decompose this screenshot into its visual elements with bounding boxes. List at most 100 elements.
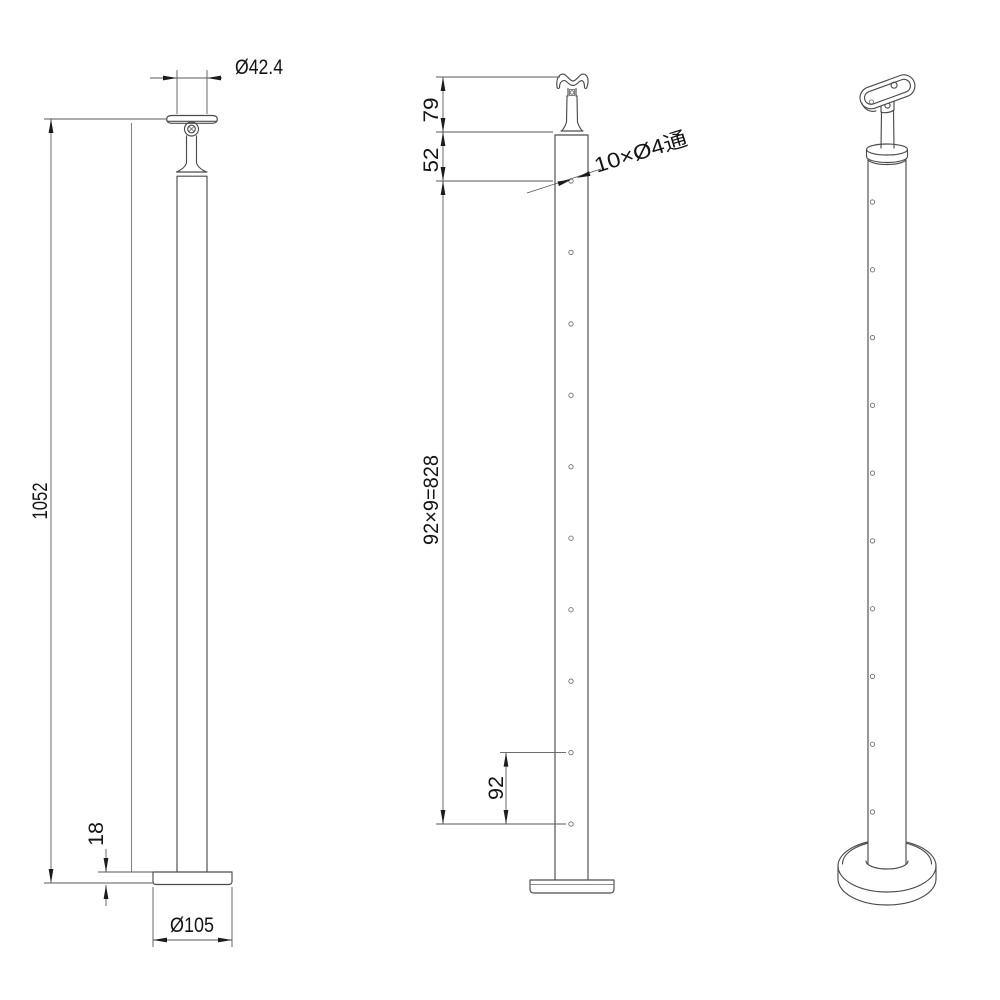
- stem-flare: [175, 162, 208, 173]
- saddle-stem-side: [565, 95, 579, 123]
- dim-hole-pitch-text: 92: [485, 776, 508, 800]
- cable-hole: [869, 538, 876, 544]
- cable-hole: [869, 809, 876, 815]
- arrowhead: [48, 119, 54, 133]
- arrowhead: [440, 167, 446, 181]
- saddle-screw-hole: [890, 81, 898, 89]
- extension-lines: [152, 887, 233, 947]
- saddle-screw-hole-small: [869, 99, 874, 105]
- saddle-screw: [187, 124, 196, 134]
- base-outline: [529, 879, 615, 894]
- arrowhead: [557, 179, 572, 187]
- dim-saddle-height-text: 79: [420, 98, 443, 123]
- clamp-bottom: [880, 109, 895, 114]
- dim-total-height-text: 1052: [29, 483, 52, 520]
- stem-flare-side: [560, 121, 584, 132]
- dim-base-diameter-text: Ø105: [170, 914, 214, 937]
- arrowhead: [440, 118, 446, 132]
- dim-hole-span-text: 92×9=828: [420, 455, 443, 545]
- post-sides: [867, 159, 907, 865]
- side-view: 79 52 92×9=828 92 10×Ø4通: [420, 73, 691, 894]
- extension-lines: [176, 70, 208, 114]
- arrowhead: [503, 752, 509, 767]
- cable-hole: [568, 392, 574, 398]
- dim-top-diameter-text: Ø42.4: [235, 56, 283, 79]
- hole-callout-text: 10×Ø4通: [592, 127, 691, 177]
- cable-hole: [568, 321, 574, 327]
- arrowhead: [48, 869, 54, 883]
- saddle-plate: [166, 114, 218, 124]
- cable-hole: [869, 402, 876, 408]
- arrowhead: [207, 75, 221, 81]
- front-view: Ø42.4 1052 18 Ø105: [29, 56, 283, 947]
- post-top-arc: [867, 158, 907, 166]
- dim-chain: 79 52 92×9=828: [420, 76, 566, 825]
- cable-hole: [568, 678, 574, 684]
- hole-callout-leader: 10×Ø4通: [526, 127, 691, 194]
- saddle-neck: [567, 87, 577, 97]
- cable-hole: [869, 470, 876, 476]
- saddle-screw-slot: [188, 126, 195, 132]
- neck-screw-head: [569, 90, 575, 95]
- saddle-inner: [863, 78, 911, 105]
- collar-iso: [865, 143, 909, 166]
- post-body-iso: [865, 159, 909, 870]
- cable-holes-side: [568, 178, 574, 827]
- dim-base-thickness: 18: [85, 822, 153, 906]
- post-outline: [554, 134, 589, 881]
- handrail-saddle-iso: [859, 74, 916, 112]
- cable-holes-iso: [869, 199, 876, 815]
- base-side-walls: [837, 865, 937, 880]
- arrowhead: [440, 132, 446, 146]
- cable-hole: [869, 606, 876, 612]
- base-entry-arc: [865, 860, 909, 870]
- cable-hole: [568, 464, 574, 470]
- cable-hole: [869, 741, 876, 747]
- arrowhead: [440, 810, 446, 824]
- arrowhead: [440, 77, 446, 91]
- arrowhead: [153, 937, 167, 943]
- saddle-stem: [185, 135, 198, 164]
- collar-sides: [865, 148, 909, 158]
- arrowhead: [103, 885, 109, 899]
- arrowhead: [218, 937, 232, 943]
- dim-total-height: 1052: [29, 118, 167, 884]
- stem-sides: [880, 109, 895, 149]
- post-body-side: [554, 134, 589, 881]
- cable-hole: [869, 673, 876, 680]
- arrowhead: [576, 171, 591, 178]
- dim-hole-pitch: 92: [485, 752, 566, 824]
- cable-hole: [568, 607, 574, 613]
- cable-hole: [869, 334, 876, 341]
- arrowhead: [440, 181, 446, 195]
- base-flange-side: [529, 879, 615, 894]
- saddle-end-caps: [556, 86, 588, 90]
- cable-hole: [568, 249, 574, 256]
- post-fill: [868, 159, 906, 864]
- saddle-outer: [859, 74, 916, 110]
- arrowhead: [503, 810, 509, 824]
- dim-base-diameter: Ø105: [152, 887, 233, 947]
- post-outline: [176, 175, 208, 873]
- collar-bottom-arc: [865, 155, 909, 164]
- saddle-profile-outer: [556, 73, 589, 88]
- cable-hole: [568, 749, 574, 756]
- cable-hole: [568, 535, 574, 541]
- post-body-front: [131, 123, 208, 873]
- dim-collar-offset-text: 52: [420, 148, 443, 173]
- collar-top-ellipse: [865, 143, 909, 156]
- base-bottom-arc: [837, 878, 937, 906]
- saddle-profile-inner: [558, 80, 586, 89]
- arrowhead: [163, 75, 177, 81]
- handrail-saddle-front: [166, 114, 218, 173]
- cable-hole: [568, 821, 574, 827]
- saddle-thickness-arc: [861, 102, 877, 112]
- base-outline: [152, 871, 233, 886]
- dim-base-thickness-text: 18: [85, 822, 108, 846]
- handrail-saddle-side: [556, 73, 589, 132]
- isometric-view: [837, 74, 937, 906]
- arrowhead: [103, 858, 109, 872]
- saddle-boss: [183, 121, 200, 137]
- neck-screw: [569, 89, 575, 96]
